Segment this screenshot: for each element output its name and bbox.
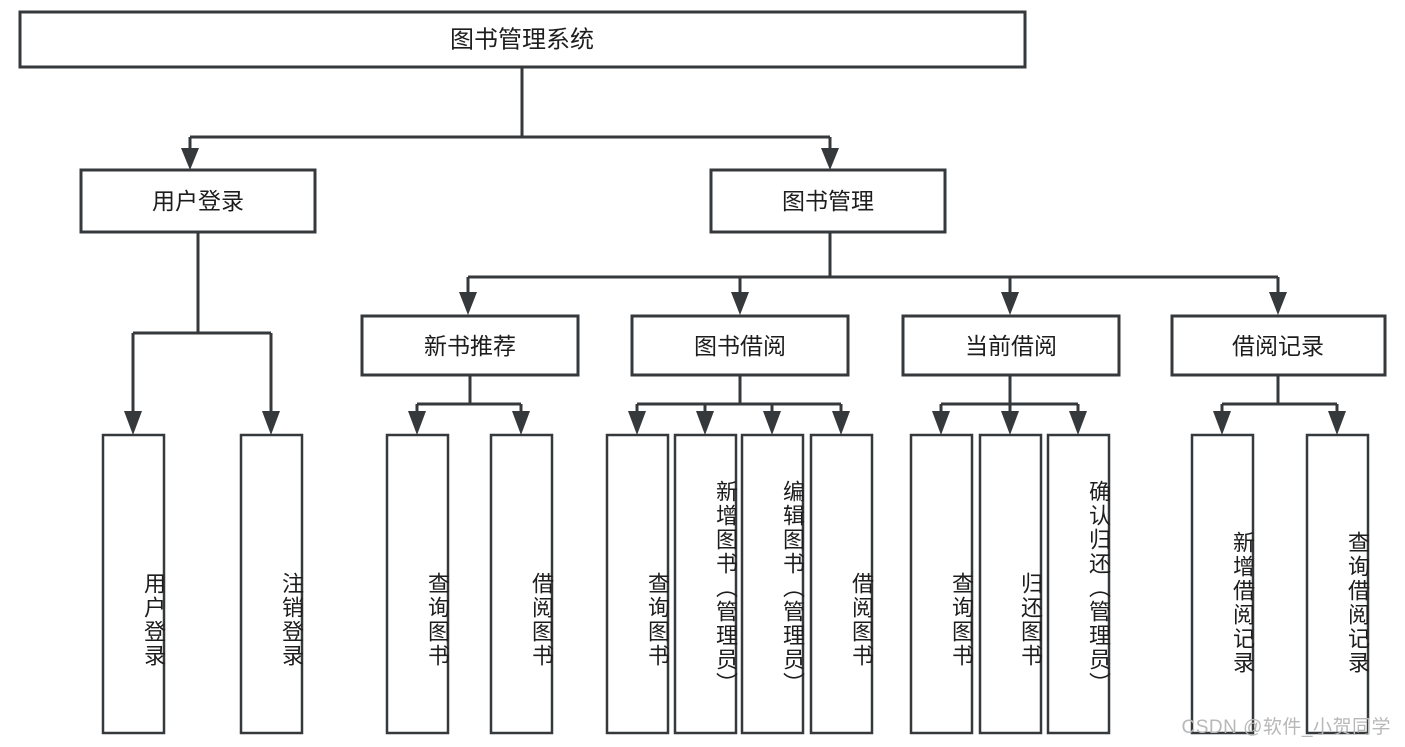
node-book-management[interactable]: 图书管理 [709,168,947,234]
node-user-login[interactable]: 用户登录 [79,168,317,234]
leaf-box-logout[interactable] [239,433,304,735]
node-user-login-label: 用户登录 [152,188,244,214]
node-book-management-label: 图书管理 [782,188,874,214]
node-current-borrow[interactable]: 当前借阅 [901,314,1121,377]
leaf-box-add-record[interactable] [1190,433,1255,735]
connector-root-to-level2 [181,67,839,170]
connector-userlogin-to-leaves [124,232,280,435]
connector-recommend-to-leaves [408,375,530,435]
leaf-box-query-book-2[interactable] [605,433,670,735]
node-new-book-recommend[interactable]: 新书推荐 [360,314,580,377]
leaf-box-borrow-book-2[interactable] [809,433,874,735]
node-borrow-record[interactable]: 借阅记录 [1170,314,1387,377]
connector-borrow-to-leaves [628,375,850,435]
node-book-borrow[interactable]: 图书借阅 [630,314,850,377]
watermark-text: CSDN @软件_小贺同学 [1181,717,1391,738]
leaf-box-confirm-return[interactable] [1046,433,1111,735]
node-new-book-recommend-label: 新书推荐 [424,333,516,359]
connector-record-to-leaves [1213,375,1346,435]
node-borrow-record-label: 借阅记录 [1232,333,1324,359]
leaf-box-query-record[interactable] [1305,433,1370,735]
node-root[interactable]: 图书管理系统 [18,10,1027,69]
leaf-box-query-book-1[interactable] [385,433,450,735]
leaf-box-borrow-book-1[interactable] [489,433,554,735]
leaf-box-edit-book[interactable] [740,433,805,735]
connector-bookmgmt-to-level3 [459,232,1287,315]
leaf-box-add-book[interactable] [673,433,738,735]
connector-current-to-leaves [932,375,1087,435]
leaf-box-return-book[interactable] [978,433,1043,735]
leaf-box-query-book-3[interactable] [909,433,974,735]
leaf-box-user-login[interactable] [101,433,166,735]
node-root-label: 图书管理系统 [450,27,594,54]
node-current-borrow-label: 当前借阅 [965,333,1057,359]
node-book-borrow-label: 图书借阅 [694,333,786,359]
